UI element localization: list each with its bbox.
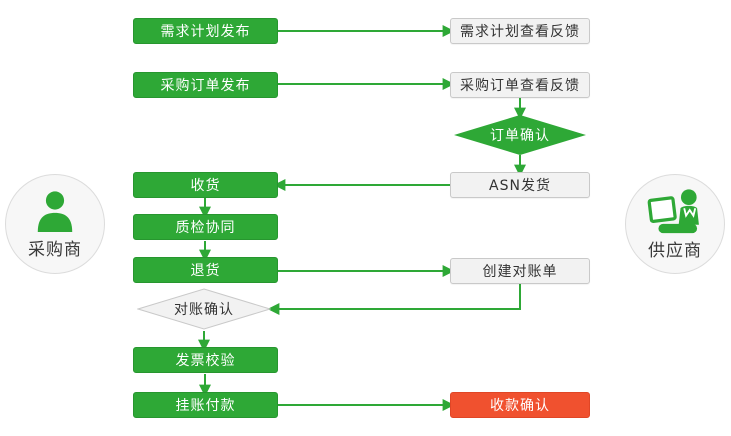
buyer-actor: 采购商 <box>5 174 105 274</box>
node-receive: 收货 <box>133 172 278 198</box>
node-asn-ship: ASN发货 <box>450 172 590 198</box>
node-quality-check: 质检协同 <box>133 214 278 240</box>
order-confirm-label: 订单确认 <box>490 128 550 144</box>
node-po-publish: 采购订单发布 <box>133 72 278 98</box>
supplier-label: 供应商 <box>648 240 702 261</box>
supplier-person-laptop-icon <box>647 188 699 233</box>
node-po-feedback: 采购订单查看反馈 <box>450 72 590 98</box>
statement-confirm-label: 对账确认 <box>174 302 234 318</box>
node-demand-plan-feedback: 需求计划查看反馈 <box>450 18 590 44</box>
node-demand-plan-publish: 需求计划发布 <box>133 18 278 44</box>
node-payment-on-account: 挂账付款 <box>133 392 278 418</box>
node-statement-confirm: 对账确认 <box>137 288 271 330</box>
supplier-actor: 供应商 <box>625 174 725 274</box>
buyer-person-icon <box>37 190 73 232</box>
buyer-label: 采购商 <box>28 239 82 260</box>
node-invoice-verify: 发票校验 <box>133 347 278 373</box>
node-create-statement: 创建对账单 <box>450 258 590 284</box>
order-confirm-diamond-shape <box>454 115 586 155</box>
node-order-confirm: 订单确认 <box>454 115 586 155</box>
node-return-goods: 退货 <box>133 257 278 283</box>
statement-confirm-diamond-shape <box>137 288 271 330</box>
node-receipt-confirm: 收款确认 <box>450 392 590 418</box>
arrow-statement-to-confirm <box>267 284 521 315</box>
